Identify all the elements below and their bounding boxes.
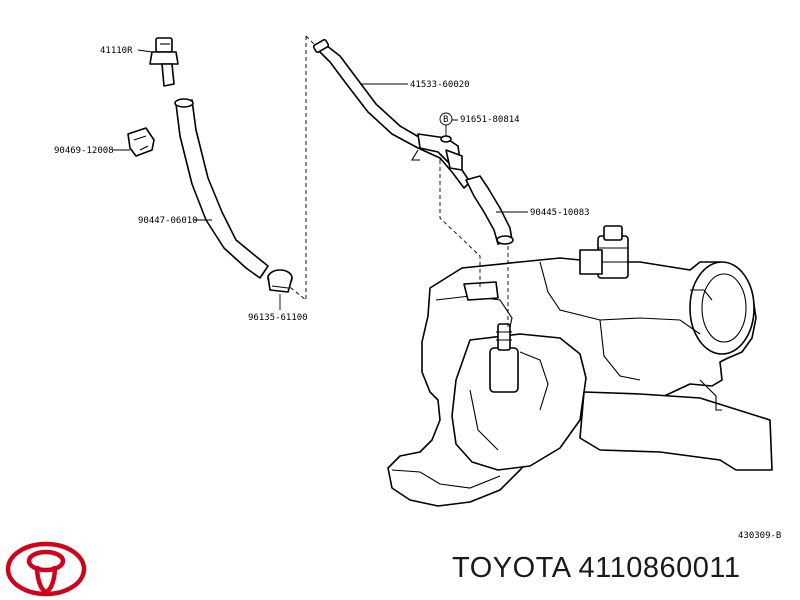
- toyota-logo-icon: [5, 541, 87, 597]
- label-breather-plug: 41110R: [100, 46, 133, 56]
- breather-plug: [149, 37, 179, 87]
- label-breather-tube: 41533-60020: [410, 80, 470, 90]
- label-bolt-callout: B: [443, 115, 448, 125]
- bolt-callout-circle: [439, 112, 453, 126]
- part-labels: 41110R 90469-12008 90447-06010 96135-611…: [54, 46, 781, 541]
- label-drawing-code: 430309-B: [738, 531, 781, 541]
- label-hose-clamp: 96135-61100: [248, 313, 308, 323]
- brand-name: TOYOTA: [452, 552, 570, 584]
- breather-hose-left: [174, 98, 269, 279]
- label-breather-hose-left: 90447-06010: [138, 216, 198, 226]
- hose-clamp: [267, 269, 293, 293]
- breather-tube: [312, 38, 471, 189]
- differential-housing: [387, 225, 773, 507]
- assembly-lines: [285, 35, 509, 330]
- label-bolt: 91651-80814: [460, 115, 520, 125]
- part-caption: TOYOTA 4110860011: [452, 552, 782, 592]
- label-clip: 90469-12008: [54, 146, 114, 156]
- part-number: 4110860011: [578, 552, 741, 584]
- breather-hose-right: [465, 175, 514, 245]
- clip: [127, 127, 155, 157]
- label-breather-hose-right: 90445-10083: [530, 208, 590, 218]
